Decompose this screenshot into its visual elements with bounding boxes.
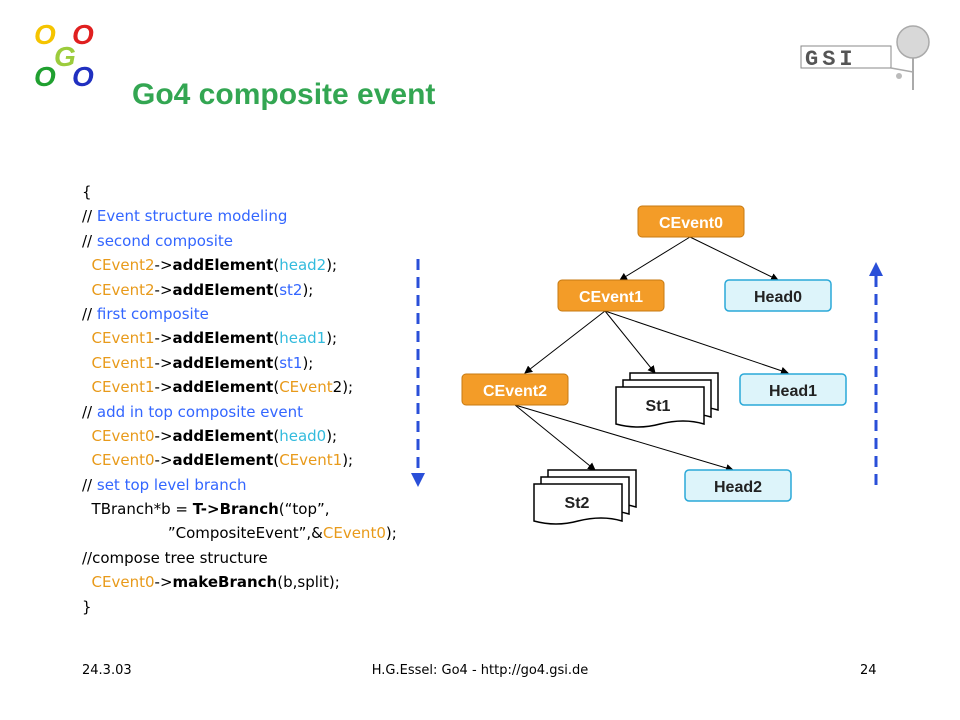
node-cevent2: CEvent2 bbox=[461, 373, 569, 406]
node-cevent2-label: CEvent2 bbox=[483, 383, 547, 400]
footer-page-number: 24 bbox=[860, 663, 877, 678]
edge-cevent1-cevent2 bbox=[524, 310, 606, 374]
code-line: TBranch*b = T->Branch(“top”, bbox=[91, 500, 330, 519]
edge-cevent0-cevent1 bbox=[619, 236, 691, 281]
logo-letter-o4: O bbox=[72, 61, 94, 90]
code-line: CEvent0->addElement(CEvent1); bbox=[91, 451, 354, 470]
code-line: CEvent1->addElement(head1); bbox=[91, 329, 338, 348]
code-line: CEvent2->addElement(st2); bbox=[91, 280, 314, 299]
logo-letter-o1: O bbox=[34, 19, 56, 50]
logo-letter-o2: O bbox=[72, 19, 94, 50]
edge-cevent0-head0 bbox=[689, 236, 779, 281]
gsi-logo-text: GSI bbox=[805, 47, 857, 72]
code-line: ”CompositeEvent”,&CEvent0); bbox=[167, 524, 397, 543]
code-line: // Event structure modeling bbox=[82, 207, 288, 226]
node-head1-label: Head1 bbox=[769, 383, 817, 400]
composite-event-tree: CEvent0 CEvent1 Head0 CEvent2 St1 Head1 … bbox=[461, 205, 847, 525]
footer-author: H.G.Essel: Go4 - http://go4.gsi.de bbox=[371, 663, 589, 678]
edge-cevent2-head2 bbox=[514, 404, 734, 472]
logo-letter-o3: O bbox=[34, 61, 56, 90]
code-line: // second composite bbox=[82, 231, 233, 250]
edge-cevent1-head1 bbox=[604, 310, 789, 375]
node-head2: Head2 bbox=[684, 469, 792, 502]
code-line: // set top level branch bbox=[82, 475, 247, 494]
code-line: CEvent1->addElement(CEvent2); bbox=[91, 378, 354, 397]
node-head2-label: Head2 bbox=[714, 479, 762, 496]
edge-cevent1-st1 bbox=[604, 310, 656, 374]
footer-date: 24.3.03 bbox=[82, 663, 132, 678]
node-cevent0: CEvent0 bbox=[637, 205, 745, 238]
code-line: } bbox=[82, 597, 92, 616]
code-line: // first composite bbox=[82, 304, 209, 323]
code-line: //compose tree structure bbox=[82, 548, 268, 567]
code-block: { // Event structure modeling // second … bbox=[82, 180, 397, 619]
node-head0: Head0 bbox=[724, 279, 832, 312]
node-cevent1-label: CEvent1 bbox=[579, 289, 643, 306]
node-st1: St1 bbox=[615, 372, 719, 428]
code-line: CEvent1->addElement(st1); bbox=[91, 353, 314, 372]
node-st2: St2 bbox=[533, 469, 637, 525]
code-line: CEvent0->makeBranch(b,split); bbox=[91, 573, 340, 592]
logo-letter-g: G bbox=[54, 41, 76, 72]
code-line: // add in top composite event bbox=[82, 402, 304, 421]
node-cevent1: CEvent1 bbox=[557, 279, 665, 312]
edge-cevent2-st2 bbox=[514, 404, 596, 471]
down-arrow-dashed bbox=[411, 259, 425, 487]
go4-logo: O O G O O bbox=[34, 19, 94, 90]
gsi-logo: GSI bbox=[800, 25, 930, 90]
node-head0-label: Head0 bbox=[754, 289, 802, 306]
code-line: CEvent2->addElement(head2); bbox=[91, 256, 338, 275]
node-head1: Head1 bbox=[739, 373, 847, 406]
node-st2-label: St2 bbox=[565, 495, 590, 512]
up-arrow-dashed bbox=[869, 262, 883, 490]
code-line: { bbox=[82, 183, 92, 201]
code-line: CEvent0->addElement(head0); bbox=[91, 426, 338, 445]
node-cevent0-label: CEvent0 bbox=[659, 215, 723, 232]
slide-title: Go4 composite event bbox=[132, 78, 436, 111]
node-st1-label: St1 bbox=[646, 398, 671, 415]
